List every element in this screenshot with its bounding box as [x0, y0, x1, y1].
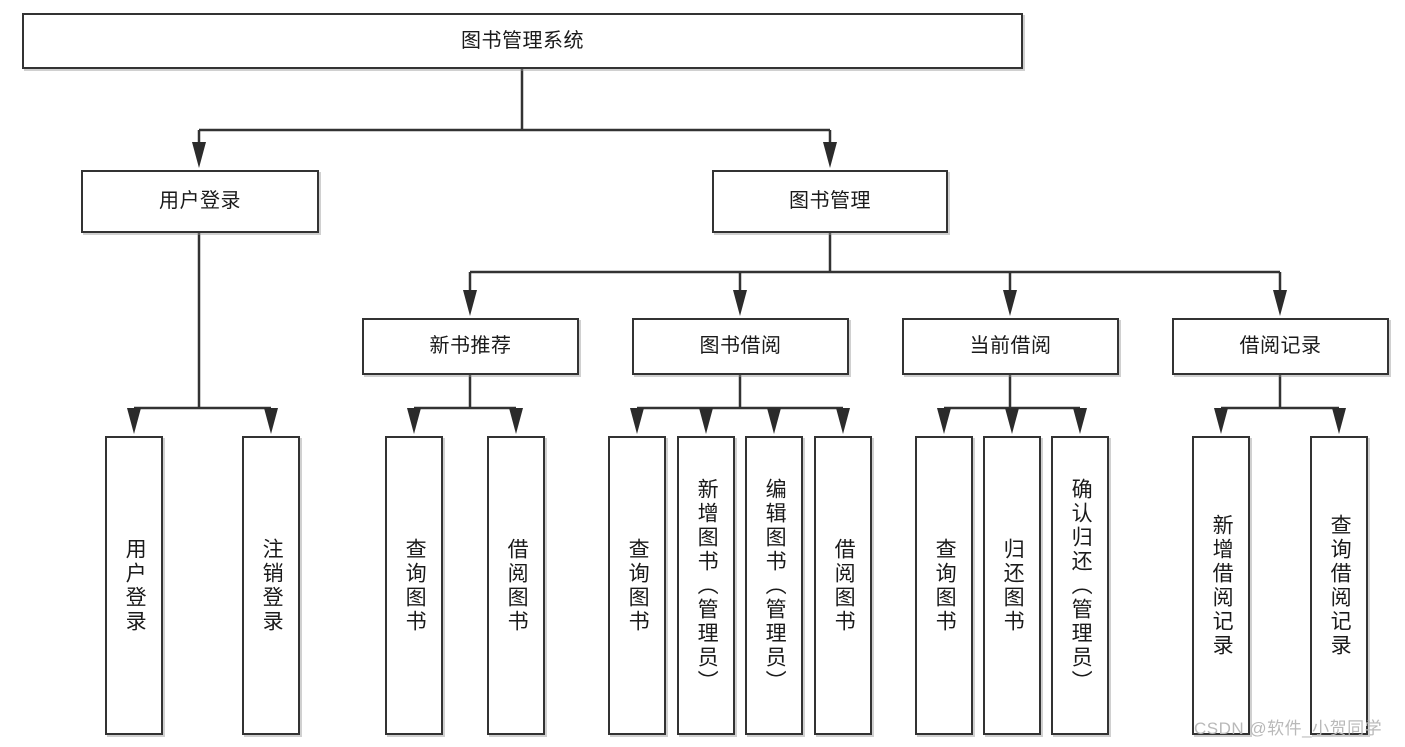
- node-leaf-leaf-return-book[interactable]: 归还图书: [983, 436, 1041, 735]
- node-label: 查询图书: [933, 537, 957, 634]
- connector-arrowhead: [1214, 408, 1228, 434]
- node-label: 用户登录: [159, 190, 241, 212]
- node-leaf-leaf-query-book-3[interactable]: 查询图书: [915, 436, 973, 735]
- node-label: 借阅图书: [505, 537, 529, 634]
- node-label: 查询图书: [403, 537, 427, 634]
- node-label: 借阅图书: [832, 537, 856, 634]
- node-leaf-leaf-edit-book[interactable]: 编辑图书（管理员）: [745, 436, 803, 735]
- connector-arrowhead: [836, 408, 850, 434]
- node-leaf-leaf-query-book-2[interactable]: 查询图书: [608, 436, 666, 735]
- node-label: 查询图书: [626, 537, 650, 634]
- node-label: 图书管理系统: [461, 29, 584, 52]
- connector-arrowhead: [1003, 290, 1017, 316]
- node-label: 新增图书（管理员）: [695, 477, 719, 694]
- connector-arrowhead: [1332, 408, 1346, 434]
- node-leaf-leaf-confirm-return[interactable]: 确认归还（管理员）: [1051, 436, 1109, 735]
- connector-arrowhead: [463, 290, 477, 316]
- connector-arrowhead: [937, 408, 951, 434]
- node-level2-book-manage[interactable]: 图书管理: [712, 170, 948, 233]
- node-leaf-leaf-borrow-book-2[interactable]: 借阅图书: [814, 436, 872, 735]
- node-label: 确认归还（管理员）: [1069, 477, 1093, 694]
- node-leaf-leaf-query-record[interactable]: 查询借阅记录: [1310, 436, 1368, 735]
- node-label: 图书借阅: [699, 335, 782, 357]
- node-label: 图书管理: [789, 190, 871, 212]
- node-leaf-leaf-user-login[interactable]: 用户登录: [105, 436, 163, 735]
- connector-arrowhead: [630, 408, 644, 434]
- node-level3-borrow-record[interactable]: 借阅记录: [1172, 318, 1389, 375]
- node-leaf-leaf-logout[interactable]: 注销登录: [242, 436, 300, 735]
- node-root-root[interactable]: 图书管理系统: [22, 13, 1023, 69]
- connector-arrowhead: [823, 142, 837, 168]
- node-label: 用户登录: [123, 537, 147, 634]
- connector-arrowhead: [767, 408, 781, 434]
- connector-arrowhead: [509, 408, 523, 434]
- node-label: 编辑图书（管理员）: [763, 477, 787, 694]
- watermark-text: CSDN @软件_小贺同学: [1194, 719, 1383, 738]
- node-label: 归还图书: [1001, 537, 1025, 634]
- node-leaf-leaf-query-book-1[interactable]: 查询图书: [385, 436, 443, 735]
- node-level3-current-borrow[interactable]: 当前借阅: [902, 318, 1119, 375]
- node-label: 借阅记录: [1239, 335, 1322, 357]
- connector-arrowhead: [699, 408, 713, 434]
- node-level2-user-login[interactable]: 用户登录: [81, 170, 319, 233]
- node-leaf-leaf-add-book[interactable]: 新增图书（管理员）: [677, 436, 735, 735]
- connector-arrowhead: [1005, 408, 1019, 434]
- node-label: 新书推荐: [429, 335, 512, 357]
- connector-arrowhead: [1073, 408, 1087, 434]
- node-label: 查询借阅记录: [1328, 513, 1352, 658]
- node-leaf-leaf-borrow-book-1[interactable]: 借阅图书: [487, 436, 545, 735]
- node-label: 当前借阅: [969, 335, 1052, 357]
- connector-arrowhead: [192, 142, 206, 168]
- connector-arrowhead: [127, 408, 141, 434]
- node-leaf-leaf-add-record[interactable]: 新增借阅记录: [1192, 436, 1250, 735]
- node-label: 注销登录: [260, 537, 284, 634]
- node-level3-new-book-recommend[interactable]: 新书推荐: [362, 318, 579, 375]
- node-label: 新增借阅记录: [1210, 513, 1234, 658]
- connector-arrowhead: [733, 290, 747, 316]
- connector-arrowhead: [407, 408, 421, 434]
- connector-arrowhead: [264, 408, 278, 434]
- node-level3-book-borrow[interactable]: 图书借阅: [632, 318, 849, 375]
- connector-arrowhead: [1273, 290, 1287, 316]
